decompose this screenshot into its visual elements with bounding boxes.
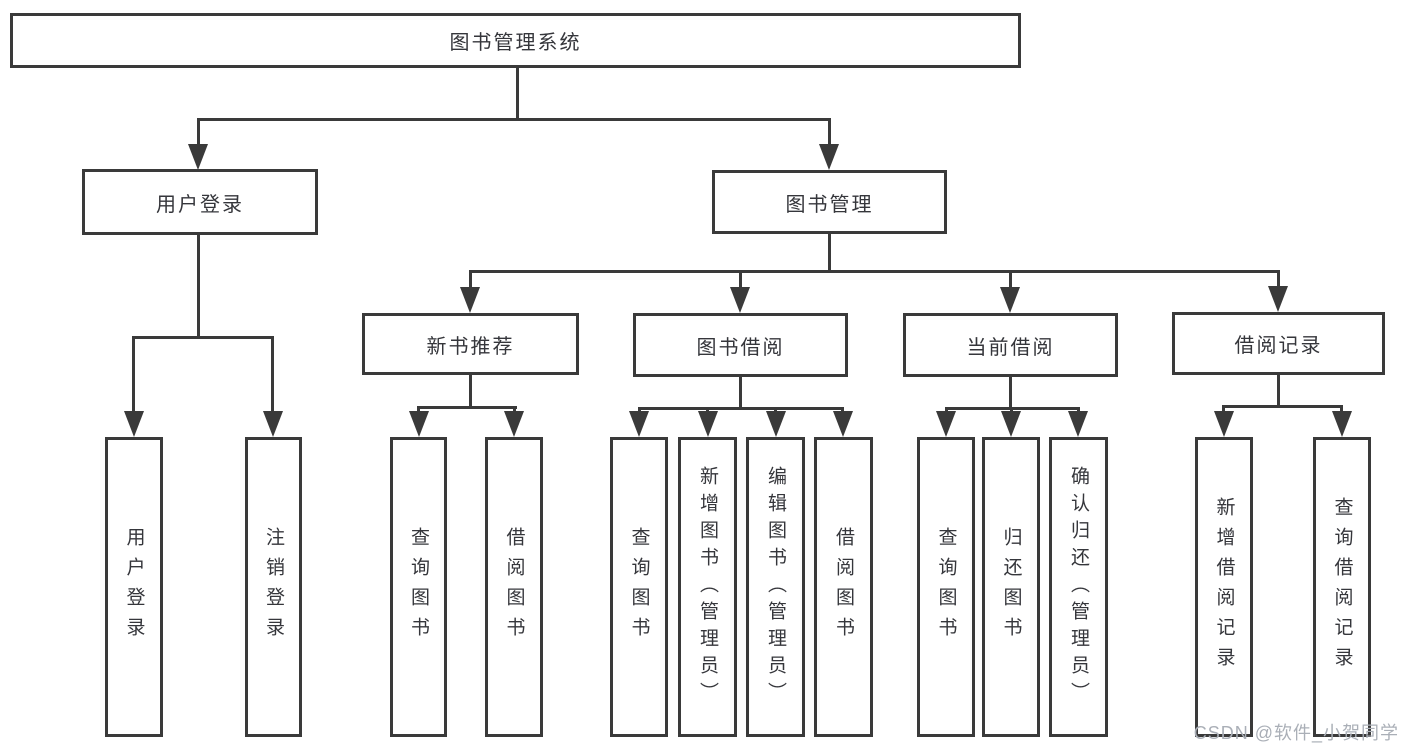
connector-line xyxy=(1010,407,1013,414)
arrow-down-icon xyxy=(263,411,283,437)
node-book-management: 图书管理 xyxy=(712,170,947,234)
arrow-down-icon xyxy=(1068,411,1088,437)
arrow-down-icon xyxy=(409,411,429,437)
connector-line xyxy=(513,406,516,414)
leaf-return-book-label: 归还图书 xyxy=(1000,527,1022,647)
node-current-borrow-label: 当前借阅 xyxy=(966,336,1055,359)
leaf-user-login: 用户登录 xyxy=(105,437,163,737)
leaf-edit-book-admin-label: 编辑图书（管理员） xyxy=(765,465,786,709)
leaf-confirm-return-admin: 确认归还（管理员） xyxy=(1049,437,1108,737)
connector-line xyxy=(197,118,831,121)
leaf-query-borrow-record-label: 查询借阅记录 xyxy=(1331,497,1353,677)
connector-line xyxy=(132,336,135,412)
node-user-login: 用户登录 xyxy=(82,169,318,235)
connector-line xyxy=(271,336,274,412)
arrow-down-icon xyxy=(460,287,480,313)
arrow-down-icon xyxy=(188,144,208,170)
node-current-borrow: 当前借阅 xyxy=(903,313,1118,377)
node-book-management-label: 图书管理 xyxy=(785,193,874,216)
connector-line xyxy=(638,407,641,414)
leaf-add-borrow-record-label: 新增借阅记录 xyxy=(1213,497,1235,677)
csdn-watermark: CSDN @软件_小贺同学 xyxy=(1193,723,1399,743)
leaf-query-book-2: 查询图书 xyxy=(610,437,668,737)
arrow-down-icon xyxy=(766,411,786,437)
arrow-down-icon xyxy=(1214,411,1234,437)
node-book-borrow: 图书借阅 xyxy=(633,313,848,377)
arrow-down-icon xyxy=(730,287,750,313)
leaf-query-book-2-label: 查询图书 xyxy=(628,527,650,647)
connector-line xyxy=(774,407,777,414)
connector-line xyxy=(1077,407,1080,414)
connector-line xyxy=(469,375,472,409)
leaf-return-book: 归还图书 xyxy=(982,437,1040,737)
node-new-book-recommend-label: 新书推荐 xyxy=(426,335,515,358)
connector-line xyxy=(197,235,200,336)
connector-line xyxy=(516,68,519,118)
leaf-borrow-book-2-label: 借阅图书 xyxy=(833,527,854,647)
connector-line xyxy=(1009,270,1012,290)
connector-line xyxy=(638,407,844,410)
leaf-add-borrow-record: 新增借阅记录 xyxy=(1195,437,1253,737)
leaf-query-book-1-label: 查询图书 xyxy=(408,527,429,647)
leaf-borrow-book-1: 借阅图书 xyxy=(485,437,543,737)
arrow-down-icon xyxy=(1268,286,1288,312)
connector-line xyxy=(417,406,420,414)
node-borrow-record: 借阅记录 xyxy=(1172,312,1385,375)
leaf-query-borrow-record: 查询借阅记录 xyxy=(1313,437,1371,737)
connector-line xyxy=(945,407,948,414)
arrow-down-icon xyxy=(833,411,853,437)
arrow-down-icon xyxy=(1332,411,1352,437)
connector-line xyxy=(1222,405,1225,414)
arrow-down-icon xyxy=(629,411,649,437)
leaf-logout: 注销登录 xyxy=(245,437,302,737)
node-root: 图书管理系统 xyxy=(10,13,1021,68)
connector-line xyxy=(828,118,831,146)
connector-line xyxy=(1222,405,1343,408)
node-book-borrow-label: 图书借阅 xyxy=(696,336,785,359)
arrow-down-icon xyxy=(936,411,956,437)
connector-line xyxy=(417,406,517,409)
connector-line xyxy=(739,270,742,290)
arrow-down-icon xyxy=(698,411,718,437)
connector-line xyxy=(197,118,200,146)
connector-line xyxy=(739,377,742,410)
leaf-borrow-book-1-label: 借阅图书 xyxy=(503,527,525,647)
connector-line xyxy=(706,407,709,414)
leaf-logout-label: 注销登录 xyxy=(263,527,284,647)
connector-line xyxy=(132,336,274,339)
node-new-book-recommend: 新书推荐 xyxy=(362,313,579,375)
arrow-down-icon xyxy=(124,411,144,437)
connector-line xyxy=(469,270,1280,273)
leaf-query-book-3: 查询图书 xyxy=(917,437,975,737)
leaf-add-book-admin-label: 新增图书（管理员） xyxy=(697,465,718,709)
arrow-down-icon xyxy=(819,144,839,170)
node-root-label: 图书管理系统 xyxy=(449,32,582,54)
leaf-borrow-book-2: 借阅图书 xyxy=(814,437,873,737)
node-user-login-label: 用户登录 xyxy=(156,193,244,216)
node-borrow-record-label: 借阅记录 xyxy=(1234,335,1323,357)
leaf-query-book-3-label: 查询图书 xyxy=(935,527,957,647)
connector-line xyxy=(469,270,472,290)
connector-line xyxy=(1277,375,1280,408)
leaf-confirm-return-admin-label: 确认归还（管理员） xyxy=(1068,465,1089,709)
connector-line xyxy=(1009,377,1012,410)
connector-line xyxy=(1277,270,1280,289)
leaf-query-book-1: 查询图书 xyxy=(390,437,447,737)
leaf-add-book-admin: 新增图书（管理员） xyxy=(678,437,737,737)
leaf-edit-book-admin: 编辑图书（管理员） xyxy=(746,437,805,737)
arrow-down-icon xyxy=(1000,287,1020,313)
leaf-user-login-label: 用户登录 xyxy=(123,527,145,647)
connector-line xyxy=(1340,405,1343,414)
connector-line xyxy=(841,407,844,414)
connector-line xyxy=(828,234,831,273)
arrow-down-icon xyxy=(1001,411,1021,437)
arrow-down-icon xyxy=(504,411,524,437)
